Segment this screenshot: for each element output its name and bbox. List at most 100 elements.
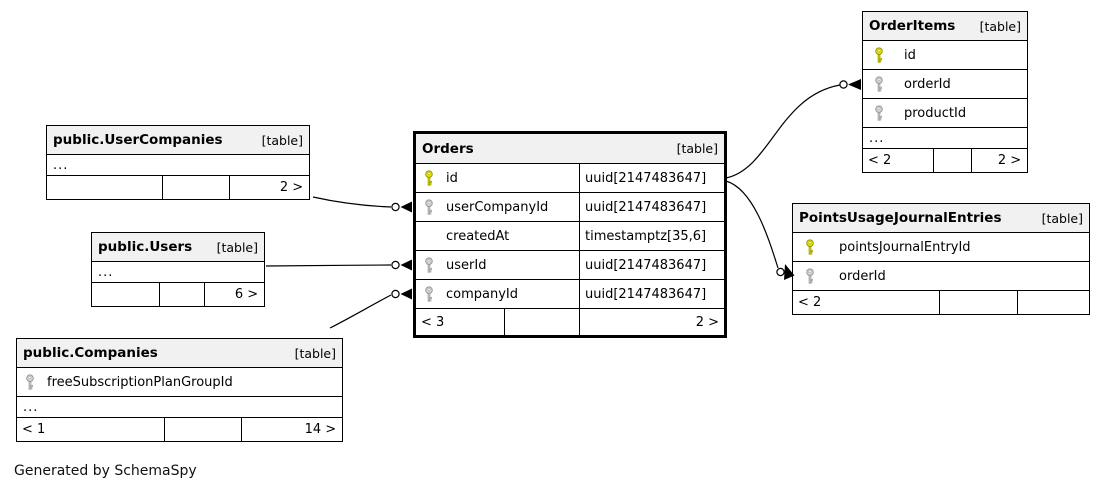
cardinality-circle-marker bbox=[391, 260, 400, 270]
foreign-key-icon-wrap bbox=[424, 285, 434, 303]
table-public-usercompanies[interactable]: public.UserCompanies [table]...2 > bbox=[46, 125, 310, 200]
footer-left-cell: < 2 bbox=[868, 153, 892, 168]
footer-right-cell: 6 > bbox=[204, 283, 263, 306]
column-name-cell: userId bbox=[416, 251, 579, 279]
column-name-cell: pointsJournalEntryId bbox=[793, 233, 1089, 261]
table-header[interactable]: Orders [table] bbox=[416, 134, 724, 164]
column-row: pointsJournalEntryId bbox=[793, 233, 1089, 262]
column-row: orderId bbox=[863, 70, 1027, 99]
column-name: freeSubscriptionPlanGroupId bbox=[47, 374, 233, 390]
table-tag: [table] bbox=[1041, 210, 1083, 226]
foreign-key-icon-wrap bbox=[25, 373, 35, 391]
column-row: orderId bbox=[793, 262, 1089, 291]
table-tag: [table] bbox=[979, 18, 1021, 34]
arrowhead-marker bbox=[400, 201, 412, 213]
footer-mid-cell bbox=[504, 309, 579, 335]
table-header[interactable]: PointsUsageJournalEntries [table] bbox=[793, 204, 1089, 233]
foreign-key-icon-wrap bbox=[424, 198, 434, 216]
footer-right-cell: 2 > bbox=[971, 149, 1026, 172]
relationship-line bbox=[265, 264, 392, 267]
footer-right-cell: 2 > bbox=[579, 309, 724, 335]
column-row: createdAt timestamptz[35,6] bbox=[416, 222, 724, 251]
column-row: companyId uuid[2147483647] bbox=[416, 280, 724, 309]
column-name-cell: userCompanyId bbox=[416, 193, 579, 221]
table-name[interactable]: public.Users bbox=[98, 239, 193, 255]
table-name[interactable]: PointsUsageJournalEntries bbox=[799, 210, 1002, 226]
foreign-key-icon-wrap bbox=[424, 256, 434, 274]
table-header[interactable]: public.Users[table] bbox=[92, 233, 264, 262]
table-header[interactable]: OrderItems [table] bbox=[863, 12, 1027, 41]
table-public-users[interactable]: public.Users[table]...6 > bbox=[91, 232, 265, 307]
primary-key-icon-wrap bbox=[874, 46, 884, 64]
primary-key-icon-wrap bbox=[424, 169, 434, 187]
column-name: id bbox=[904, 47, 916, 63]
column-row: id bbox=[863, 41, 1027, 70]
relationship-line bbox=[312, 196, 392, 208]
column-type: uuid[2147483647] bbox=[579, 193, 724, 221]
primary-key-icon bbox=[875, 46, 883, 63]
column-name: userCompanyId bbox=[446, 199, 549, 215]
column-type: uuid[2147483647] bbox=[579, 280, 724, 308]
fk-connector-users-to-orders-userid bbox=[265, 259, 412, 271]
footer-mid-cell bbox=[162, 176, 229, 199]
footer-right-cell: 14 > bbox=[241, 418, 341, 441]
column-row: userCompanyId uuid[2147483647] bbox=[416, 193, 724, 222]
column-name: orderId bbox=[904, 76, 951, 92]
footer-right-cell bbox=[1017, 291, 1088, 314]
footer-right-cell: 2 > bbox=[229, 176, 308, 199]
foreign-key-icon-wrap bbox=[874, 75, 884, 93]
fk-connector-companies-to-orders-companyid bbox=[329, 288, 412, 329]
ellipsis-row: ... bbox=[47, 155, 309, 176]
table-name[interactable]: Orders bbox=[422, 140, 474, 157]
table-name[interactable]: public.Companies bbox=[23, 345, 158, 361]
foreign-key-icon bbox=[806, 267, 814, 284]
column-name: createdAt bbox=[446, 228, 510, 244]
column-type: uuid[2147483647] bbox=[579, 164, 724, 192]
table-tag: [table] bbox=[261, 132, 303, 148]
fk-connector-usercompanies-to-orders-usercompanyid bbox=[312, 196, 412, 213]
table-tag: [table] bbox=[676, 141, 718, 156]
relationship-line bbox=[725, 84, 841, 179]
footer-mid-cell bbox=[933, 149, 971, 172]
table-footer: < 2 bbox=[793, 291, 1089, 314]
column-name: orderId bbox=[839, 268, 886, 284]
table-header[interactable]: public.Companies [table] bbox=[17, 339, 342, 368]
column-type: timestamptz[35,6] bbox=[579, 222, 724, 250]
cardinality-circle-marker bbox=[391, 289, 400, 299]
table-footer: 6 > bbox=[92, 283, 264, 306]
table-pointsusagejournalentries[interactable]: PointsUsageJournalEntries [table] pointsJo… bbox=[792, 203, 1090, 315]
footer-left-cell: < 1 bbox=[22, 422, 46, 437]
table-name[interactable]: public.UserCompanies bbox=[53, 132, 223, 148]
foreign-key-icon-wrap bbox=[874, 104, 884, 122]
relationship-line bbox=[329, 294, 392, 329]
arrowhead-marker bbox=[400, 288, 412, 300]
column-name: id bbox=[446, 170, 458, 186]
column-name: userId bbox=[446, 257, 487, 273]
column-name: productId bbox=[904, 105, 967, 121]
column-row: productId bbox=[863, 99, 1027, 128]
primary-key-icon bbox=[806, 238, 814, 255]
table-footer: < 1 14 > bbox=[17, 418, 342, 441]
arrowhead-marker bbox=[400, 259, 412, 271]
footer-mid-cell bbox=[159, 283, 204, 306]
arrowhead-marker bbox=[848, 79, 861, 90]
ellipsis-row: ... bbox=[92, 262, 264, 283]
footer-left-cell: < 3 bbox=[421, 314, 445, 330]
ellipsis-row: ... bbox=[17, 397, 342, 418]
column-name-cell: freeSubscriptionPlanGroupId bbox=[17, 368, 342, 396]
column-name-cell: id bbox=[416, 164, 579, 192]
column-name: companyId bbox=[446, 286, 519, 302]
footer-mid-cell bbox=[939, 291, 1017, 314]
cardinality-circle-marker bbox=[391, 202, 400, 212]
table-public-companies[interactable]: public.Companies [table] freeSubscriptionP… bbox=[16, 338, 343, 442]
column-name-cell: orderId bbox=[793, 262, 1089, 290]
primary-key-icon bbox=[425, 169, 433, 186]
table-tag: [table] bbox=[294, 345, 336, 361]
generated-by-note: Generated by SchemaSpy bbox=[14, 463, 197, 479]
table-header[interactable]: public.UserCompanies [table] bbox=[47, 126, 309, 155]
foreign-key-icon-wrap bbox=[805, 267, 815, 285]
table-name[interactable]: OrderItems bbox=[869, 18, 956, 34]
